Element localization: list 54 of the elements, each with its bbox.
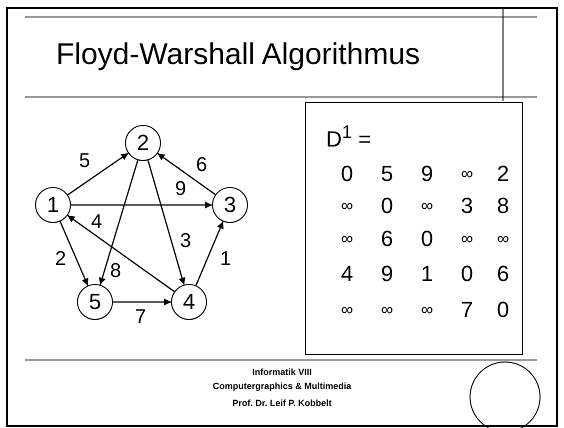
matrix-entry: 7 bbox=[460, 297, 474, 323]
arrow bbox=[157, 152, 216, 196]
matrix-entry: 9 bbox=[380, 261, 394, 287]
matrix-entry: 2 bbox=[496, 161, 510, 187]
slide-title: Floyd-Warshall Algorithmus bbox=[56, 38, 420, 72]
matrix-entry: 6 bbox=[380, 226, 394, 252]
edge-label: 1 bbox=[220, 248, 232, 271]
arrow bbox=[60, 221, 88, 286]
matrix-panel bbox=[305, 102, 523, 355]
edge-label: 6 bbox=[196, 154, 208, 177]
matrix-entry: ∞ bbox=[340, 196, 354, 216]
edge-label: 3 bbox=[180, 230, 192, 253]
matrix-entry: ∞ bbox=[340, 229, 354, 249]
graph-node: 3 bbox=[212, 187, 248, 223]
matrix-entry: 5 bbox=[380, 161, 394, 187]
graph-node: 5 bbox=[77, 284, 113, 320]
matrix-entry: 1 bbox=[420, 261, 434, 287]
arrow bbox=[67, 214, 175, 292]
footer-text: Informatik VIII bbox=[252, 367, 312, 377]
matrix-entry: 9 bbox=[420, 161, 434, 187]
matrix-entry: 0 bbox=[340, 161, 354, 187]
matrix-entry: ∞ bbox=[380, 300, 394, 320]
edge-label: 8 bbox=[110, 260, 122, 283]
edge-label: 5 bbox=[79, 150, 90, 173]
graph-node: 2 bbox=[125, 125, 161, 161]
arrow bbox=[71, 202, 212, 208]
matrix-entry: 0 bbox=[380, 193, 394, 219]
matrix-heading: D$^{1}$ = bbox=[326, 121, 372, 152]
matrix-entry: ∞ bbox=[496, 229, 510, 249]
matrix-entry: 0 bbox=[460, 261, 474, 287]
matrix-entry: 4 bbox=[340, 261, 354, 287]
matrix-entry: 3 bbox=[460, 193, 474, 219]
edge-label: 7 bbox=[135, 306, 146, 329]
arrow bbox=[113, 298, 171, 306]
edge-label: 9 bbox=[175, 178, 186, 201]
arrow bbox=[67, 152, 129, 196]
graph-node: 4 bbox=[171, 284, 207, 320]
footer-text: Prof. Dr. Leif P. Kobbelt bbox=[232, 398, 332, 408]
arrow bbox=[195, 221, 224, 286]
footer-text: Computergraphics & Multimedia bbox=[212, 381, 352, 391]
matrix-entry: ∞ bbox=[460, 164, 474, 184]
graph-node: 1 bbox=[35, 187, 71, 223]
matrix-entry: ∞ bbox=[340, 300, 354, 320]
matrix-entry: 6 bbox=[496, 261, 510, 287]
arrow bbox=[147, 160, 186, 285]
arrow bbox=[98, 160, 138, 285]
matrix-entry: ∞ bbox=[420, 300, 434, 320]
matrix-entry: ∞ bbox=[420, 196, 434, 216]
matrix-entry: ∞ bbox=[460, 229, 474, 249]
edge-label: 4 bbox=[91, 211, 102, 234]
matrix-entry: 0 bbox=[420, 226, 434, 252]
matrix-entry: 0 bbox=[496, 297, 510, 323]
matrix-entry: 8 bbox=[496, 193, 510, 219]
edge-label: 2 bbox=[55, 248, 66, 271]
